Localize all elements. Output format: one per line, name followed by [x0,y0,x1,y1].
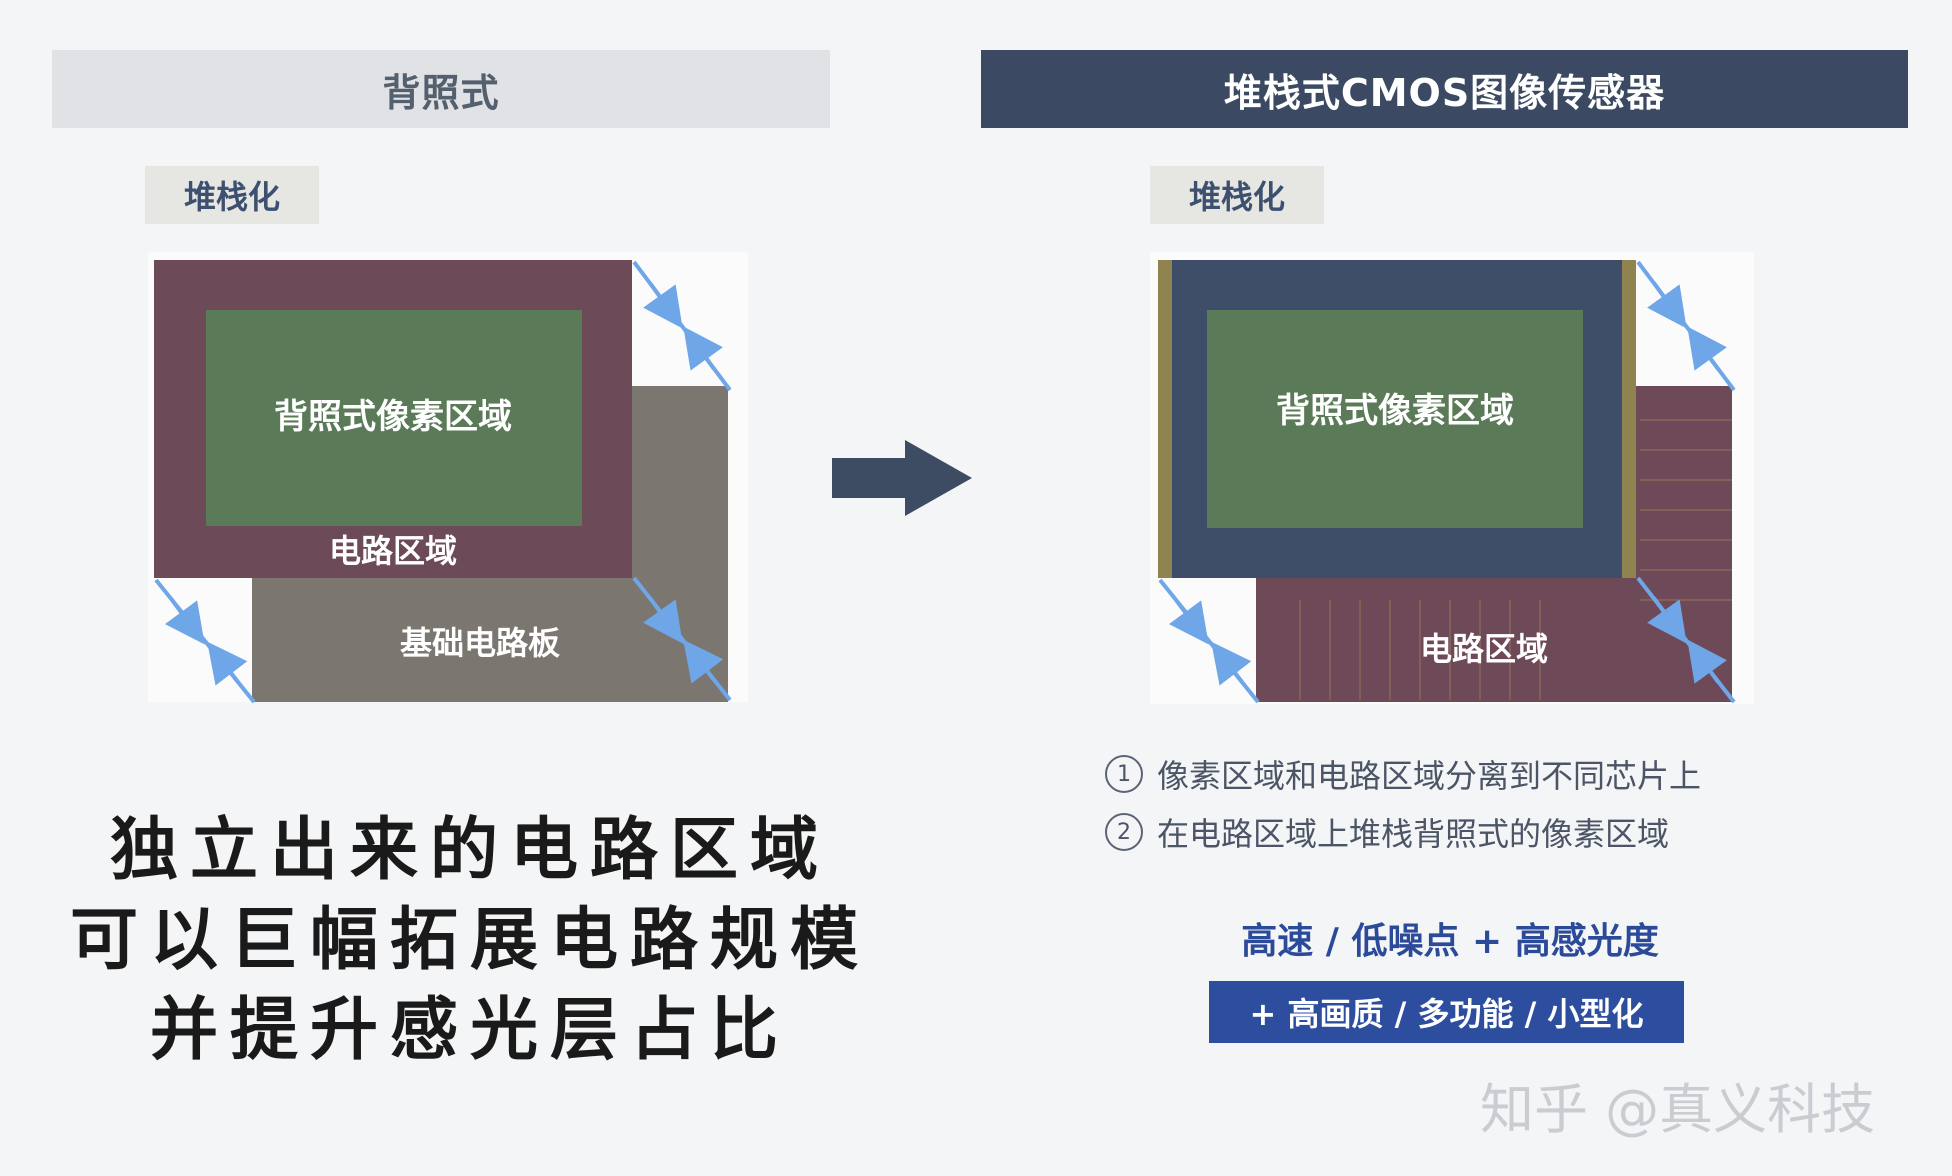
right-circuit-area-label: 电路区域 [1420,630,1548,668]
left-pixel-area [206,310,582,526]
left-pixel-area-label: 背照式像素区域 [274,397,512,437]
note-text: 在电路区域上堆栈背照式的像素区域 [1157,815,1670,853]
note-number: 1 [1105,755,1143,793]
left-arrow-3 [643,596,683,644]
left-arrow-6 [207,641,248,686]
right-chip-stack: 背照式像素区域 电路区域 [1150,252,1754,704]
right-arrow-2 [1687,326,1727,371]
note-item: 2 在电路区域上堆栈背照式的像素区域 [1105,803,1701,861]
left-stacking-tag: 堆栈化 [145,166,319,224]
left-arrow-1 [643,281,683,329]
left-arrow-5 [164,598,205,645]
right-pixel-area-label: 背照式像素区域 [1276,391,1514,431]
left-panel-header: 背照式 [52,50,830,128]
note-text: 像素区域和电路区域分离到不同芯片上 [1157,757,1702,795]
watermark: 知乎 @真义科技 [1480,1078,1876,1141]
caption-block: 独立出来的电路区域 可以巨幅拓展电路规模 并提升感光层占比 [70,805,870,1075]
caption-line: 独立出来的电路区域 [109,810,830,890]
benefit-line-2-badge: + 高画质 / 多功能 / 小型化 [1209,981,1684,1043]
right-arrow-1 [1647,281,1687,329]
right-panel-header: 堆栈式CMOS图像传感器 [981,50,1908,128]
caption-line: 可以巨幅拓展电路规模 [70,900,871,980]
benefit-line-1: 高速 / 低噪点 + 高感光度 [1241,921,1659,962]
right-pad-strip [1622,260,1636,578]
left-arrow-2 [683,326,723,371]
left-chip-stack: 背照式像素区域 电路区域 基础电路板 [148,252,748,704]
right-arrow-6 [1211,641,1252,686]
caption-line: 并提升感光层占比 [149,990,790,1070]
base-board-label: 基础电路板 [400,624,560,662]
note-item: 1 像素区域和电路区域分离到不同芯片上 [1105,745,1701,803]
right-arrow-5 [1168,598,1209,645]
right-pixel-area [1207,310,1583,528]
left-pad-strip [1158,260,1172,578]
transition-arrow-icon [832,440,972,516]
right-arrow-3 [1647,596,1687,644]
right-stacking-tag: 堆栈化 [1150,166,1324,224]
left-arrow-4 [683,639,724,684]
right-arrow-4 [1687,639,1727,684]
left-circuit-area-label: 电路区域 [329,532,457,570]
feature-notes: 1 像素区域和电路区域分离到不同芯片上 2 在电路区域上堆栈背照式的像素区域 [1105,745,1701,861]
note-number: 2 [1105,813,1143,851]
circuit-traces [1299,419,1732,700]
